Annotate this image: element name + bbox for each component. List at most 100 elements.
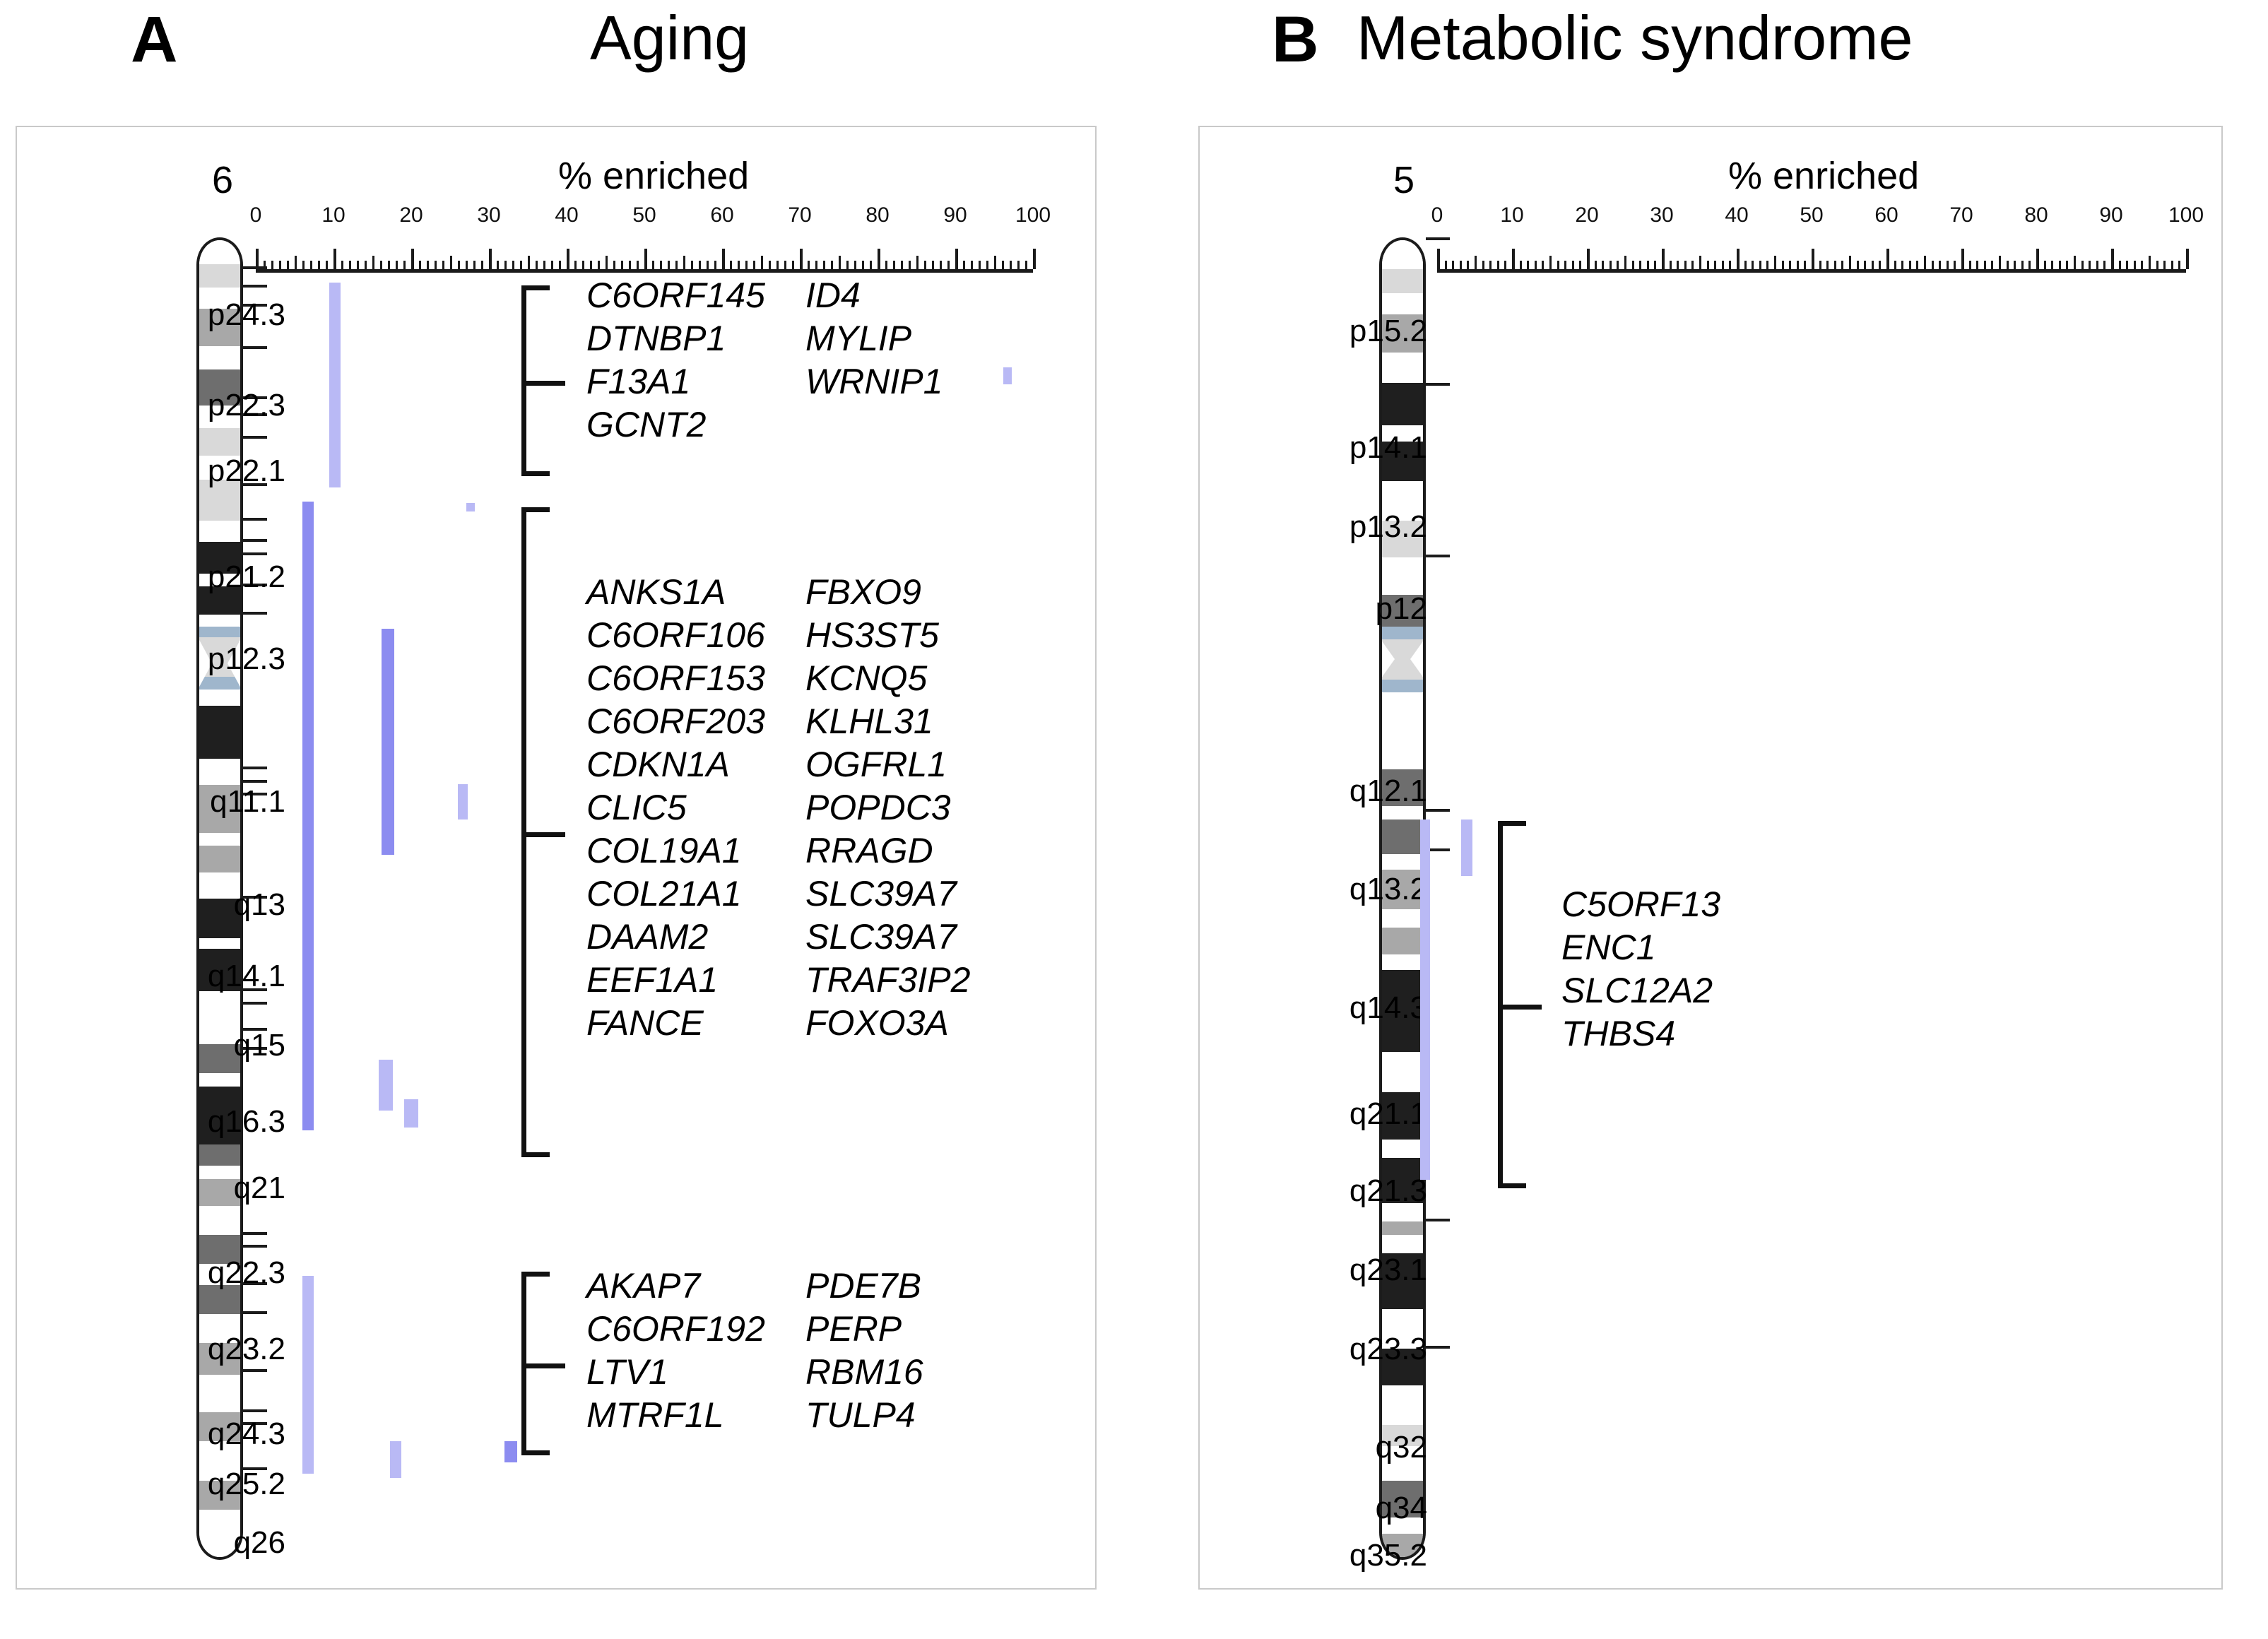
band-tick <box>1426 1219 1450 1222</box>
panel-b-title: Metabolic syndrome <box>1357 3 1913 73</box>
axis-minor-tick <box>1706 261 1709 269</box>
gene-name: SLC12A2 <box>1561 971 1713 1010</box>
cytoband <box>199 1343 240 1375</box>
axis-minor-tick <box>1010 261 1012 269</box>
band-tick <box>1426 237 1450 240</box>
axis-minor-tick <box>1017 261 1020 269</box>
gene-name: C5ORF13 <box>1561 884 1721 924</box>
gene-bracket-1 <box>1498 821 1542 1188</box>
axis-minor-tick <box>707 261 709 269</box>
axis-minor-tick <box>1856 261 1859 269</box>
axis-minor-tick <box>1684 261 1687 269</box>
axis-minor-tick <box>621 261 623 269</box>
gene-name: WRNIP1 <box>805 362 943 401</box>
axis-minor-tick <box>264 261 266 269</box>
enrichment-bar <box>1003 367 1012 384</box>
band-tick <box>243 413 267 416</box>
band-tick <box>243 1467 267 1470</box>
band-label-q11.1: q11.1 <box>210 784 285 820</box>
axis-minor-tick <box>947 261 950 269</box>
axis-minor-tick <box>738 261 740 269</box>
enrichment-bar <box>404 1099 418 1128</box>
axis-minor-tick <box>1819 261 1821 269</box>
enrichment-bar <box>379 1060 393 1111</box>
axis-minor-tick <box>1924 256 1926 269</box>
band-tick <box>243 396 267 399</box>
axis-major-tick <box>2111 249 2114 269</box>
axis-minor-tick <box>940 261 942 269</box>
cytoband <box>1382 1480 1423 1518</box>
axis-minor-tick <box>1527 261 1530 269</box>
cytoband <box>1382 970 1423 1053</box>
axis-minor-tick <box>652 261 654 269</box>
panel-b-axis-title: % enriched <box>1728 155 1920 197</box>
cytoband <box>1382 1385 1423 1426</box>
axis-minor-tick <box>341 261 343 269</box>
panel-b-plot-frame <box>1198 126 2223 1590</box>
cytoband <box>1382 1517 1423 1534</box>
axis-minor-tick <box>1849 256 1851 269</box>
cytoband <box>199 541 240 574</box>
band-label-p14.1: p14.1 <box>1349 430 1427 465</box>
axis-major-tick <box>489 249 492 269</box>
cytoband <box>199 1144 240 1166</box>
axis-minor-tick <box>1968 261 1971 269</box>
axis-minor-tick <box>1579 261 1582 269</box>
axis-minor-tick <box>761 256 763 269</box>
band-label-q21.1: q21.1 <box>1349 1096 1427 1131</box>
cytoband <box>199 758 240 786</box>
panel-a-axis-ruler <box>256 233 1036 273</box>
axis-minor-tick <box>403 261 406 269</box>
band-tick <box>243 1282 267 1285</box>
axis-minor-tick <box>1691 261 1694 269</box>
centromere-notch-left <box>199 637 212 690</box>
axis-minor-tick <box>435 261 437 269</box>
axis-minor-tick <box>473 261 476 269</box>
axis-minor-tick <box>893 261 895 269</box>
cytoband <box>1382 1052 1423 1092</box>
axis-minor-tick <box>668 261 670 269</box>
bracket-bottom-arm <box>521 1152 550 1157</box>
cytoband <box>199 309 240 346</box>
panel-a-chromosome-number: 6 <box>212 159 234 201</box>
cytoband <box>199 1205 240 1235</box>
band-label-p22.1: p22.1 <box>207 454 285 489</box>
axis-minor-tick <box>637 261 639 269</box>
axis-minor-tick <box>1796 261 1799 269</box>
band-label-q13: q13 <box>233 887 285 923</box>
axis-minor-tick <box>1721 261 1724 269</box>
enrichment-bar <box>382 629 394 855</box>
panel-b-axis-ruler <box>1437 233 2189 273</box>
band-tick <box>243 1002 267 1005</box>
band-label-p12.3: p12.3 <box>207 641 285 677</box>
gene-name: C6ORF106 <box>586 615 765 655</box>
axis-minor-tick <box>388 261 390 269</box>
cytoband <box>1382 692 1423 769</box>
band-label-q14.1: q14.1 <box>207 959 285 994</box>
band-tick <box>243 552 267 555</box>
axis-tick-label: 10 <box>321 203 345 227</box>
cytoband <box>199 991 240 1045</box>
gene-name: PERP <box>805 1309 902 1349</box>
cytoband <box>199 1375 240 1412</box>
cytoband <box>199 846 240 872</box>
band-tick <box>243 303 267 307</box>
band-label-p21.2: p21.2 <box>207 559 285 594</box>
enrichment-bar <box>1461 820 1472 876</box>
axis-minor-tick <box>2028 261 2031 269</box>
gene-name: CLIC5 <box>586 788 687 827</box>
gene-name: PDE7B <box>805 1266 921 1306</box>
gene-name: SLC39A7 <box>805 874 957 913</box>
axis-minor-tick <box>2006 261 2009 269</box>
band-tick <box>243 1422 267 1426</box>
band-label-q23.1: q23.1 <box>1349 1252 1427 1287</box>
axis-minor-tick <box>1999 256 2001 269</box>
band-tick <box>243 896 267 899</box>
cytoband <box>199 872 240 899</box>
axis-major-tick <box>722 249 725 269</box>
axis-minor-tick <box>769 261 771 269</box>
cytoband <box>199 949 240 992</box>
